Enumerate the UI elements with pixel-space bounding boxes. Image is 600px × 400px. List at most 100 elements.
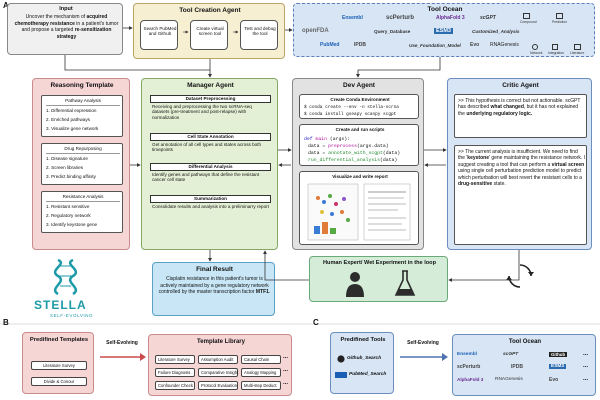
reasoning-item: 3. Visualize gene network: [46, 126, 99, 131]
code-text: (args.data): [356, 144, 389, 149]
library-item: Comparative Insight: [198, 368, 238, 377]
critic-msg-1-text: >> This hypothesis is correct but not ac…: [458, 98, 585, 117]
flask-icon: [394, 270, 416, 296]
pubmed-icon: [335, 372, 347, 378]
ocean-more: ...: [583, 351, 589, 357]
critic-title: Critic Agent: [502, 82, 539, 89]
tool-rnagenesis: RNAGenesis: [490, 42, 519, 48]
tool-scgpt: scGPT: [480, 15, 496, 21]
critic-text: >> This hypothesis is correct but not ac…: [458, 98, 581, 111]
final-title: Final Result: [196, 266, 233, 273]
reasoning-item: 1. Differential expression: [46, 108, 97, 113]
self-evolving-label-c: Self-Evolving: [407, 340, 439, 346]
divider: [46, 105, 120, 106]
template-item: Literature Survey: [31, 361, 87, 370]
critic-msg-1: >> This hypothesis is correct but not ac…: [454, 94, 587, 138]
tool-ensembl: Ensembl: [342, 15, 363, 21]
tool-pubmed: PubMed: [320, 42, 340, 48]
tool-creation-agent: Tool Creation Agent Search PubMed and Gi…: [133, 3, 285, 59]
manager-section-text: Receiving and preprocessing the two scRN…: [152, 104, 252, 120]
manager-section-text: Consolidate results and analysis into a …: [152, 204, 269, 209]
tool-use-foundation-model: Use_Foundation_Model: [409, 43, 461, 48]
manager-section-title: Cell State Annotation: [150, 133, 271, 141]
code-text: data =: [308, 151, 329, 156]
dev-scripts-title: Create and run scripts: [335, 127, 385, 132]
prediction-icon: [556, 13, 563, 19]
tool-ipdb: IPDB: [354, 42, 366, 48]
dev-scripts-box: Create and run scripts def main (args): …: [299, 124, 419, 166]
tool-query-database: Query_Database: [374, 29, 411, 34]
dev-agent: Dev Agent Create Conda Environment $ con…: [292, 78, 424, 250]
dev-env-line: $ conda create --env -n stella-scrna: [304, 105, 399, 110]
critic-text: state.: [492, 180, 506, 187]
tool-alphafold: AlphaFold 3: [436, 15, 465, 21]
ocean-tool: IPDB: [511, 364, 523, 370]
dev-title: Dev Agent: [343, 82, 375, 89]
code-func: annotate_with_scgpt: [328, 151, 383, 156]
ocean-tool: scPerturb: [457, 364, 481, 370]
code-text: (data): [379, 158, 398, 163]
code-text: (args):: [327, 137, 351, 142]
library-item: Literature Survey: [155, 355, 195, 364]
library-more: ...: [283, 354, 289, 360]
self-evolving-label-b: Self-Evolving: [106, 340, 138, 346]
integration-icon: [552, 44, 558, 50]
reasoning-item: 2. Enriched pathways: [46, 117, 90, 122]
scientist-icon: [346, 272, 364, 297]
reasoning-item: 1. Disease signature: [46, 156, 88, 161]
critic-msg-2: >> The current analysis is insufficient.…: [454, 145, 587, 245]
self-evolving-arrow-c: [400, 353, 448, 361]
reasoning-item: 3. Identify keystone gene: [46, 222, 98, 227]
predefined-templates: Predifined Templates Literature Survey D…: [22, 332, 94, 394]
ocean-tool: Github: [549, 352, 568, 357]
tool-ocean-title: Tool Ocean: [427, 6, 463, 13]
dev-env-box: Create Conda Environment $ conda create …: [299, 94, 419, 119]
critic-text-bold: underlying regulatory logic.: [466, 110, 533, 117]
reasoning-group-title: Drug Repurposing: [64, 146, 102, 151]
report-thumbnail-icon: [307, 183, 411, 241]
reasoning-group-title: Resistance Analysis: [62, 194, 104, 199]
code-line-4: run_differential_analysis(data): [308, 158, 397, 164]
tool-ocean-bottom: Tool Ocean Ensembl scGPT Github scPertur…: [452, 334, 596, 396]
final-result: Final Result Cisplatin resistance in thi…: [152, 262, 275, 316]
final-text-b: MTF1: [255, 289, 269, 295]
input-text-d: re-sensitization strategy: [56, 27, 112, 40]
input-text: Uncover the mechanism of acquired chemot…: [13, 14, 120, 40]
ocean-tool: RNAGenesis: [495, 377, 523, 382]
library-item: Causal Chain: [241, 355, 281, 364]
tool-customized-analysis: Customized_Analysis: [472, 29, 520, 34]
manager-section-text: Identify genes and pathways that define …: [152, 172, 260, 183]
ocean-tool: scGPT: [503, 352, 519, 357]
library-item: Confounder Check: [155, 381, 195, 390]
input-text-c: in a patient's tumor and propose a targe…: [21, 20, 119, 34]
panel-label-c: C: [313, 318, 319, 327]
tool-ocean-bottom-title: Tool Ocean: [508, 339, 542, 345]
predefined-tool-github: Github_Search: [347, 356, 382, 361]
reasoning-group-pathway: Pathway Analysis 1. Differential express…: [41, 95, 123, 137]
critic-text: >> The current analysis is insufficient.…: [458, 149, 578, 162]
tool-esm3: ESM3: [434, 28, 453, 34]
library-item: Multi-step Deduct: [241, 381, 281, 390]
ocean-more: ...: [583, 376, 589, 382]
stella-name: STELLA: [34, 298, 87, 312]
code-line-2: data = preprocess(args.data): [308, 144, 389, 150]
critic-text-bold: what changed: [490, 104, 524, 111]
dev-env-title: Create Conda Environment: [330, 97, 390, 102]
cycle-icon: [506, 264, 534, 288]
tool-step-3-label: Test and debug the tool: [244, 26, 276, 37]
input-box: Input Uncover the mechanism of acquired …: [7, 3, 123, 55]
library-item: Assumption Audit: [198, 355, 238, 364]
tool-scperturb: scPerturb: [386, 15, 415, 21]
ocean-more: ...: [583, 363, 589, 369]
stella-tagline: SELF-EVOLVING: [50, 313, 94, 318]
reasoning-group-drug: Drug Repurposing 1. Disease signature 2.…: [41, 143, 123, 185]
ocean-tool: ESM3: [549, 364, 567, 369]
stella-logo-icon: [53, 258, 78, 296]
library-more: ...: [283, 380, 289, 386]
critic-text-bold: virtual screen: [551, 161, 585, 168]
tool-step-2-label: Create virtual screen tool: [196, 26, 224, 37]
library-more: ...: [283, 367, 289, 373]
divider: [46, 201, 120, 202]
tool-integration: Integration: [548, 51, 565, 55]
dev-viz-title: Visualize and write report: [332, 174, 388, 179]
